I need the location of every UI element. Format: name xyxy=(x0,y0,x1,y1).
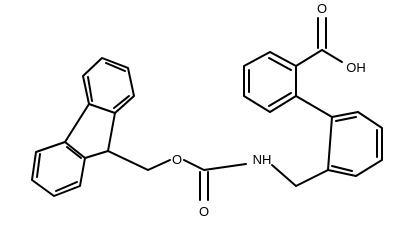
fluorene-upper-ring-double-bonds xyxy=(87,62,130,109)
fluorene-lower-ring xyxy=(31,141,86,197)
bond-c9-ch2 xyxy=(107,150,149,171)
bond-ring-cooh xyxy=(295,49,323,67)
bond-carbonyl-n xyxy=(203,163,247,171)
biphenyl-upper-ring-double-bonds xyxy=(248,57,292,107)
biphenyl-group: O OH xyxy=(243,1,383,177)
biphenyl-lower-ring xyxy=(327,111,383,177)
biphenyl-upper-ring xyxy=(243,51,297,113)
fluorene-lower-ring-double-bonds xyxy=(36,146,82,192)
hydroxyl-label: OH xyxy=(346,60,366,75)
fluorene-five-ring xyxy=(64,103,116,159)
biaryl-bond xyxy=(295,95,333,118)
fluorene-group xyxy=(31,57,149,197)
bond-o-carbonyl xyxy=(183,159,205,171)
biphenyl-lower-ring-double-bonds xyxy=(331,116,378,172)
fluorene-upper-ring xyxy=(82,57,135,114)
bond-ch2-o xyxy=(147,159,171,171)
bond-n-ch2 xyxy=(271,164,297,187)
carbamate-oxygen-label: O xyxy=(199,204,209,219)
bond-c-oh xyxy=(321,49,343,63)
carbamate-group: O O NH xyxy=(147,152,329,219)
bond-ch2-ring xyxy=(295,169,329,187)
ester-oxygen-label: O xyxy=(172,152,182,167)
nh-label: NH xyxy=(253,152,272,167)
acid-oxygen-label: O xyxy=(317,1,327,16)
